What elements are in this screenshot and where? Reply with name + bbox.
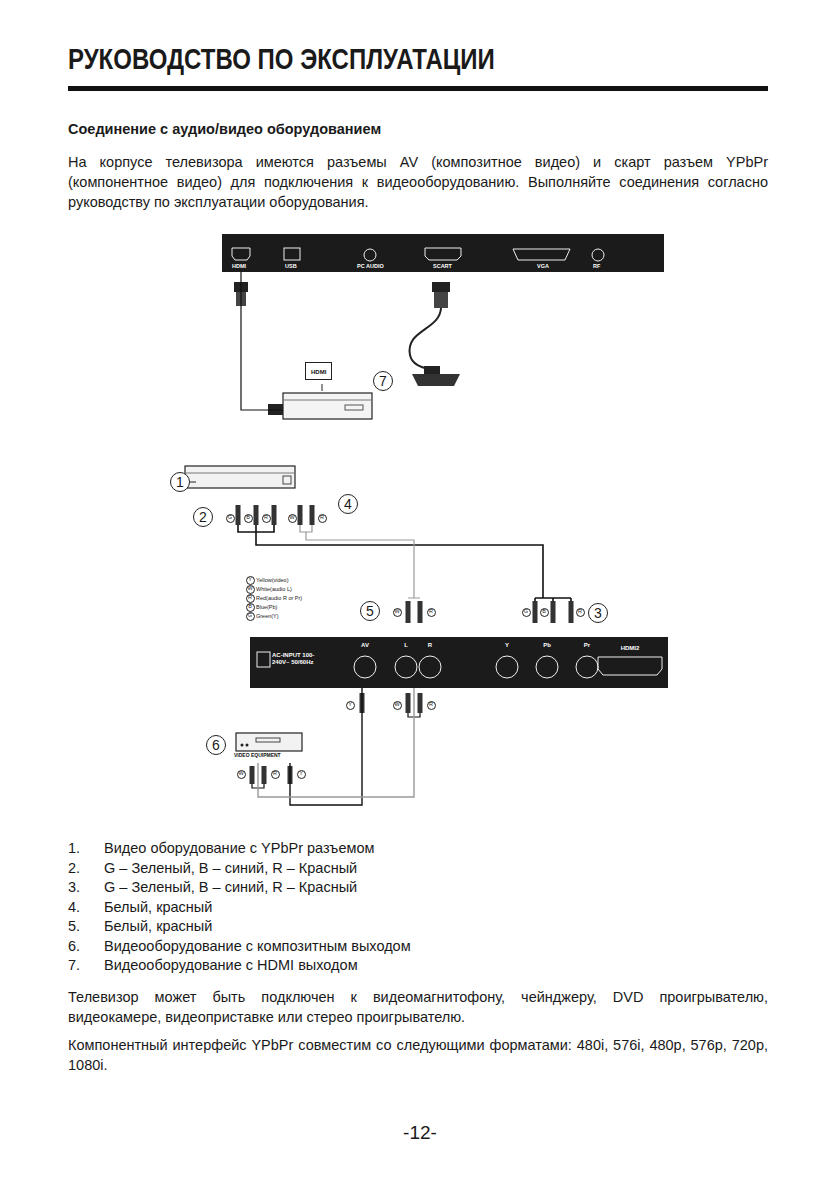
list-item: Видеооборудование с композитным выходом [104, 938, 411, 954]
port-label: HDMI2 [621, 645, 640, 652]
section-heading: Соединение с аудио/видео оборудованием [68, 121, 381, 137]
port-label: VGA [537, 263, 549, 270]
body-paragraph: На корпусе телевизора имеются разъемы AV… [68, 152, 768, 212]
tv-top-panel: HDMI USB PC AUDIO SCART VGA RF [222, 234, 664, 272]
color-letter: R [318, 514, 327, 523]
color-letter: R [246, 594, 255, 603]
list-item: G – Зеленый, B – синий, R – Красный [104, 860, 357, 876]
port-label: PC AUDIO [357, 263, 384, 270]
callout-number: 4 [338, 494, 358, 514]
cable [241, 272, 283, 410]
legend-entry: Red(audio R or Pr) [256, 595, 302, 602]
port-label: L [404, 642, 408, 649]
list-item: G – Зеленый, B – синий, R – Красный [104, 879, 357, 895]
page-title: РУКОВОДСТВО ПО ЭКСПЛУАТАЦИИ [68, 42, 495, 76]
color-letter: G [522, 608, 531, 617]
color-letter: B [540, 608, 549, 617]
list-item: Видео оборудование с YPbPr разъемом [104, 840, 374, 856]
port-label: Y [505, 642, 509, 649]
cable [258, 688, 414, 797]
list-item: Видеооборудование с HDMI выходом [104, 957, 358, 973]
port-label: RF [593, 263, 600, 270]
list-item: 1. [68, 840, 80, 856]
callout-number: 1 [170, 472, 190, 492]
port-label: AC-INPUT 100-240V~ 50/60Hz [272, 652, 324, 666]
color-letter: Y [346, 701, 355, 710]
color-letter: W [393, 608, 402, 617]
list-item: 3. [68, 879, 80, 895]
callout-number: 6 [206, 735, 226, 755]
composite-device: VIDEO EQUIPMENT [232, 730, 306, 763]
list-item: 4. [68, 899, 80, 915]
port-label: HDMI [232, 263, 246, 270]
color-letter: R [427, 608, 436, 617]
callout-number: 5 [360, 601, 380, 621]
color-letter: W [237, 770, 246, 779]
color-letter: B [246, 603, 255, 612]
color-letter: G [226, 514, 235, 523]
legend-entry: White(audio L) [256, 586, 292, 593]
port-label: R [428, 642, 432, 649]
callout-number: 2 [193, 507, 213, 527]
color-letter: R [427, 701, 436, 710]
color-letter: R [271, 770, 280, 779]
hdmi-device: HDMI [283, 393, 372, 420]
port-label: Pb [543, 642, 551, 649]
list-item: Белый, красный [104, 918, 212, 934]
port-label: AV [361, 642, 369, 649]
page-number: -12- [380, 1122, 460, 1144]
list-item: 7. [68, 957, 80, 973]
list-item: 2. [68, 860, 80, 876]
port-label: Pr [584, 642, 590, 649]
body-paragraph: Телевизор может быть подключен к видеома… [68, 987, 768, 1027]
color-letter: W [246, 585, 255, 594]
color-letter: B [244, 514, 253, 523]
color-letter: R [576, 608, 585, 617]
port-label: HDMI [305, 362, 332, 380]
list-item: Белый, красный [104, 899, 212, 915]
color-letter: G [246, 612, 255, 621]
cable [290, 688, 362, 805]
tv-bottom-panel: AC-INPUT 100-240V~ 50/60Hz AV L R Y Pb Pr HDMI2 [250, 637, 668, 688]
port-label: VIDEO EQUIPMENT [234, 752, 281, 758]
list-item: 5. [68, 918, 80, 934]
color-letter: R [262, 514, 271, 523]
color-letter: Y [297, 770, 306, 779]
port-label: SCART [433, 263, 452, 270]
color-letter: W [393, 701, 402, 710]
legend-entry: Blue(Pb) [256, 604, 277, 611]
list-item: 6. [68, 938, 80, 954]
callout-number: 7 [373, 371, 393, 391]
color-letter: Y [246, 576, 255, 585]
legend-entry: Green(Y) [256, 613, 279, 620]
port-label: USB [285, 263, 297, 270]
body-paragraph: Компонентный интерфейс YPbPr совместим с… [68, 1035, 768, 1075]
color-letter: W [288, 514, 297, 523]
legend-entry: Yellow(video) [256, 577, 289, 584]
callout-number: 3 [588, 603, 608, 623]
